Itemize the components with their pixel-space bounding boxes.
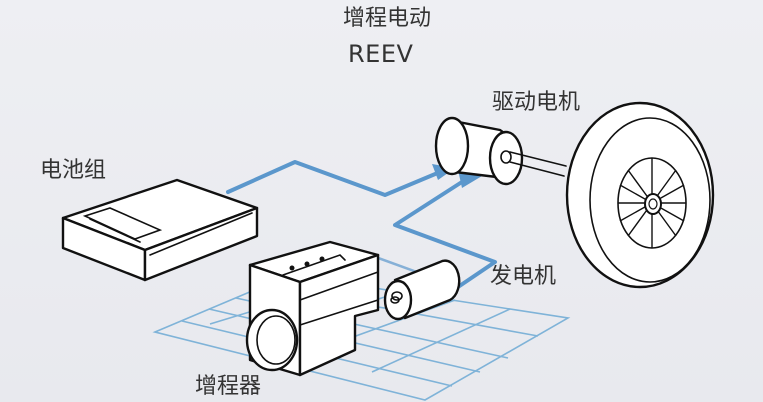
- diagram-title: 增程电动: [343, 6, 432, 31]
- range-extender-engine: [245, 240, 380, 377]
- drive-motor: [434, 116, 567, 186]
- generator: [383, 259, 461, 321]
- flow-battery-to-motor: [226, 160, 455, 197]
- label-drive-motor: 驱动电机: [492, 90, 581, 115]
- label-battery: 电池组: [40, 158, 107, 183]
- label-generator: 发电机: [490, 264, 557, 289]
- battery-pack: [61, 178, 259, 282]
- wheel: [565, 101, 715, 289]
- diagram-subtitle: REEV: [348, 40, 414, 68]
- label-range-extender: 增程器: [195, 374, 262, 399]
